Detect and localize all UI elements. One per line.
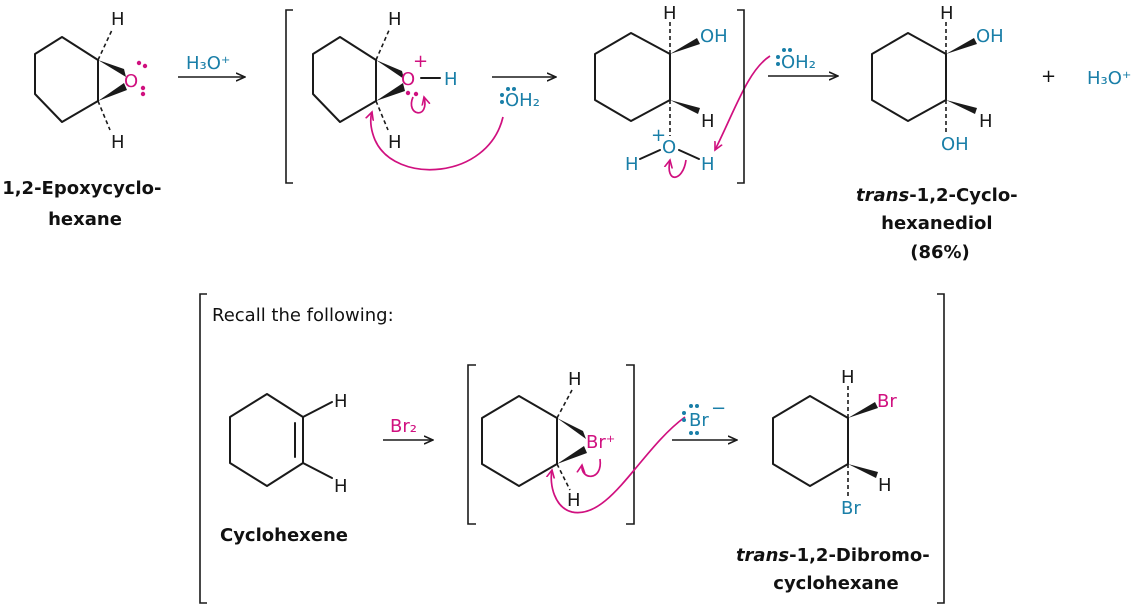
plus-charge: + — [651, 125, 666, 146]
hydroxyl-group: OH — [976, 26, 1004, 47]
starting-material-name: 1,2-Epoxycyclo- hexane — [2, 178, 168, 230]
h-atom: H — [388, 9, 402, 30]
h-atom: H — [444, 69, 458, 90]
h-atom: H — [111, 9, 125, 30]
h-atom: H — [625, 154, 639, 175]
product-name: trans-1,2-Cyclo- hexanediol (86%) — [856, 185, 1024, 263]
recall-box-right-bracket — [937, 293, 945, 604]
bromonium-ion-structure: H H Br⁺ — [481, 369, 615, 511]
curly-arrow — [669, 55, 771, 178]
svg-text:−: − — [711, 398, 726, 419]
h-atom: H — [940, 3, 954, 24]
oxonium-intermediate-structure: H OH H O + H H — [594, 3, 728, 175]
lone-pair-dots — [136, 60, 148, 97]
curly-arrow — [551, 416, 686, 514]
oxygen-atom: O — [124, 71, 138, 92]
cyclohexanediol-structure: H OH H OH — [871, 3, 1004, 155]
square-bracket — [285, 9, 293, 184]
byproduct-h3o-plus: H₃O⁺ — [1087, 68, 1131, 89]
bromine-atom: Br — [841, 498, 861, 519]
h-atom: H — [568, 369, 582, 390]
h-atom: H — [388, 132, 402, 153]
protonated-epoxide-structure: H H O + H — [312, 9, 458, 153]
plus-charge: + — [413, 51, 428, 72]
hydroxyl-group: OH — [941, 134, 969, 155]
svg-text:OH₂: OH₂ — [781, 52, 816, 73]
water-nucleophile: OH₂ — [776, 48, 816, 73]
bromine-atom: Br⁺ — [586, 432, 615, 453]
square-bracket — [737, 9, 745, 184]
epoxycyclohexane-structure: H H O — [34, 9, 148, 153]
cyclohexene-structure: H H — [229, 391, 348, 497]
oxygen-atom: O — [662, 137, 676, 158]
reagent-h3o-plus: H₃O⁺ — [186, 53, 230, 74]
h-atom: H — [701, 154, 715, 175]
svg-text:Br: Br — [689, 410, 709, 431]
square-bracket — [626, 364, 635, 525]
dibromocyclohexane-structure: H Br H Br — [772, 367, 897, 519]
h-atom: H — [841, 367, 855, 388]
h-atom: H — [111, 132, 125, 153]
plus-sign: + — [1041, 66, 1056, 87]
dibromo-product-name: trans-1,2-Dibromo- cyclohexane — [736, 545, 936, 594]
recall-box-left-bracket — [199, 293, 207, 604]
lone-pair-dots — [405, 90, 419, 97]
water-nucleophile: OH₂ — [500, 87, 540, 111]
h-atom: H — [663, 3, 677, 24]
svg-text:OH₂: OH₂ — [505, 90, 540, 111]
cyclohexene-name: Cyclohexene — [220, 525, 348, 546]
h-atom: H — [334, 391, 348, 412]
hydroxyl-group: OH — [700, 26, 728, 47]
h-atom: H — [567, 490, 581, 511]
bromide-nucleophile: Br − — [682, 398, 726, 435]
recall-title: Recall the following: — [212, 305, 394, 326]
h-atom: H — [334, 476, 348, 497]
curly-arrow — [371, 97, 504, 171]
h-atom: H — [979, 111, 993, 132]
square-bracket — [467, 364, 476, 525]
h-atom: H — [878, 475, 892, 496]
bromine-atom: Br — [877, 391, 897, 412]
h-atom: H — [701, 111, 715, 132]
oxygen-atom: O — [401, 69, 415, 90]
reagent-br2: Br₂ — [390, 416, 417, 437]
